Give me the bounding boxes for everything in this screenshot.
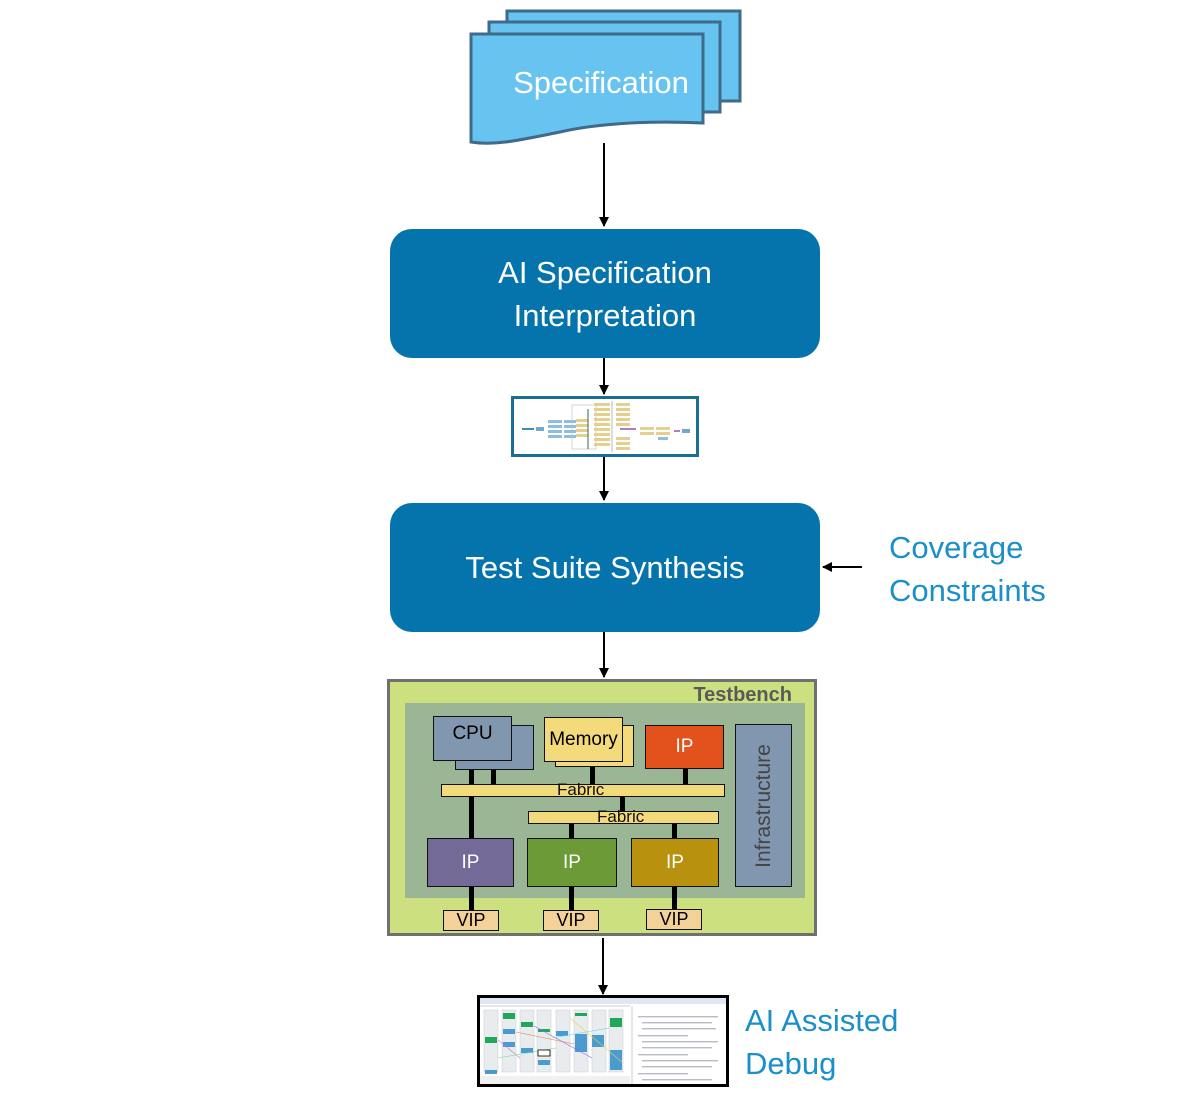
specification-document-icon (469, 9, 742, 145)
ip-block-top: IP (645, 725, 724, 769)
wire (469, 760, 474, 787)
vip-block-1: VIP (443, 910, 499, 931)
ip-label: IP (666, 851, 684, 873)
memory-label: Memory (549, 728, 618, 750)
ip-label: IP (563, 851, 581, 873)
wire (590, 766, 595, 787)
step-label: Test Suite Synthesis (465, 550, 745, 585)
cpu-label: CPU (452, 722, 493, 744)
wire (569, 822, 574, 839)
vip-label: VIP (456, 910, 486, 930)
ai-assisted-debug-label: AI Assisted Debug (745, 1003, 899, 1081)
wire (672, 886, 677, 910)
vip-label: VIP (556, 910, 586, 930)
infrastructure-label: Infrastructure (751, 743, 775, 868)
fabric-label-1: Fabric (557, 780, 605, 799)
ip-label: IP (461, 851, 480, 873)
fabric-bus-1 (441, 784, 725, 797)
wire (620, 796, 625, 811)
wire (683, 768, 688, 787)
wire (469, 886, 474, 910)
vip-label: VIP (659, 909, 689, 929)
memory-block: Memory (544, 717, 623, 762)
ip-block-1: IP (427, 838, 514, 887)
vip-block-2: VIP (543, 910, 599, 931)
cpu-block: CPU (433, 716, 512, 761)
specification-graph-thumbnail (511, 396, 699, 457)
step-label: AI Specification Interpretation (498, 254, 712, 333)
wire (569, 886, 574, 910)
wire (672, 822, 677, 839)
test-suite-synthesis-step: Test Suite Synthesis (390, 503, 820, 632)
specification-label: Specification (513, 65, 689, 100)
infrastructure-block: Infrastructure (735, 724, 792, 887)
ip-label: IP (675, 736, 694, 757)
testbench-title: Testbench (693, 684, 792, 706)
coverage-constraints-label: Coverage Constraints (889, 530, 1046, 608)
fabric-label-2: Fabric (597, 807, 645, 826)
debug-screenshot-image (480, 998, 726, 1084)
ip-block-2: IP (527, 838, 617, 887)
ip-block-3: IP (631, 838, 719, 887)
ai-specification-interpretation-step: AI Specification Interpretation (390, 229, 820, 358)
fabric-bus-2 (528, 811, 719, 824)
wire (491, 768, 496, 787)
wire (469, 796, 474, 839)
debug-screenshot-thumbnail (477, 995, 729, 1087)
vip-block-3: VIP (646, 909, 702, 930)
graph-thumbnail-image (522, 401, 690, 452)
